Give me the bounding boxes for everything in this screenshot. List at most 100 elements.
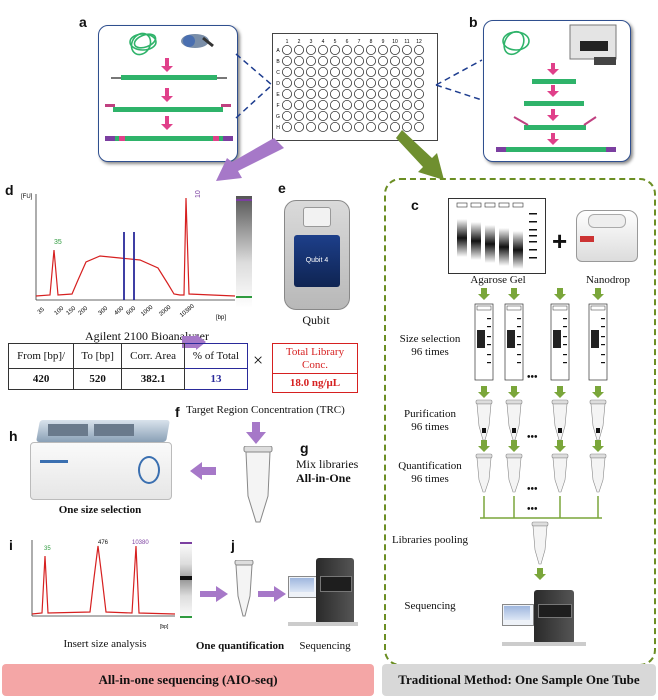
plate-well <box>354 44 365 55</box>
plate-well <box>401 111 412 122</box>
plate-well <box>390 67 401 78</box>
header-corr-area: Corr. Area <box>121 343 185 369</box>
header-percent-total: % of Total <box>183 343 249 369</box>
one-quant-caption: One quantification <box>195 640 285 652</box>
value-corr-area: 382.1 <box>121 368 185 390</box>
plate-well <box>378 55 389 66</box>
plate-row-label: D <box>276 81 280 87</box>
plate-well <box>378 111 389 122</box>
panel-letter-g: g <box>300 440 309 456</box>
step-quantification-line2: 96 times <box>411 472 449 485</box>
plus-sign: + <box>552 226 568 256</box>
plate-well <box>366 122 377 133</box>
value-from: 420 <box>7 368 75 390</box>
green-arrow-plate-to-c <box>396 130 444 180</box>
plate-well <box>342 100 353 111</box>
header-to: To [bp] <box>73 343 123 369</box>
value-to: 520 <box>73 368 123 390</box>
plate-well <box>330 89 341 100</box>
plate-well <box>293 44 304 55</box>
sequencer-c <box>502 590 586 646</box>
plate-well <box>330 78 341 89</box>
step-size-selection: Size selection 96 times <box>392 333 468 358</box>
plate-well <box>306 89 317 100</box>
plate-well <box>401 89 412 100</box>
insert-peak-mid-label: 476 <box>98 540 109 546</box>
panel-letter-d: d <box>5 182 14 198</box>
insert-caption: Insert size analysis <box>63 638 147 650</box>
plate-well <box>390 44 401 55</box>
plate-well <box>330 122 341 133</box>
ellipsis-1: ••• <box>527 372 538 383</box>
total-conc-box: Total Library Conc. 18.0 ng/μL <box>272 343 358 394</box>
step-quantification: Quantification 96 times <box>388 460 472 485</box>
trc-caption: Target Region Concentration (TRC) <box>186 404 345 416</box>
plate-well <box>293 100 304 111</box>
agarose-gel-image <box>448 198 546 274</box>
panel-b-box <box>483 20 631 162</box>
bioanalyzer-caption: Agilent 2100 Bioanalyzer <box>85 329 209 343</box>
nanodrop-caption: Nanodrop <box>586 274 630 286</box>
peak-high-label: 10380 <box>195 190 202 198</box>
plate-row-label: G <box>276 114 280 120</box>
step-purification-line2: 96 times <box>411 420 449 433</box>
plate-col-label: 1 <box>286 39 289 45</box>
plate-well <box>390 55 401 66</box>
insert-bp-unit: [bp] <box>160 624 169 630</box>
plate-well <box>342 111 353 122</box>
bioanalyzer-x-tick: 2000 <box>158 304 173 318</box>
bioanalyzer-x-tick: 100 <box>54 305 66 316</box>
step-size-selection-line1: Size selection <box>399 333 461 345</box>
plate-col-label: 9 <box>382 39 385 45</box>
mix-caption: Mix libraries All-in-One <box>296 457 386 486</box>
plate-well <box>330 55 341 66</box>
sequencing-caption-j: Sequencing <box>299 640 351 652</box>
qubit-device: Qubit 4 <box>284 200 350 310</box>
plate-well <box>342 67 353 78</box>
plate-well <box>330 44 341 55</box>
plate-well <box>401 67 412 78</box>
ellipsis-2: ••• <box>527 432 538 443</box>
header-from: From [bp]/ <box>7 343 75 369</box>
gel-lane-d <box>236 196 252 308</box>
bioanalyzer-x-tick: 300 <box>98 305 110 316</box>
panel-letter-j: j <box>231 537 235 553</box>
plate-well <box>293 67 304 78</box>
gel-lane-i <box>180 540 192 620</box>
qubit-screen: Qubit 4 <box>294 235 340 287</box>
plate-well <box>366 100 377 111</box>
plate-row-label: B <box>276 59 280 65</box>
plate-well <box>366 55 377 66</box>
quant-tube <box>234 560 254 617</box>
plate-well <box>281 55 292 66</box>
plate-row-label: A <box>276 48 280 54</box>
sequencer-j <box>288 552 358 630</box>
plate-row-label: H <box>276 125 280 131</box>
bioanalyzer-x-tick: 200 <box>78 305 90 316</box>
mix-caption-line2: All-in-One <box>296 470 351 485</box>
plate-col-label: 4 <box>322 39 325 45</box>
plate-well <box>318 89 329 100</box>
plate-well <box>354 78 365 89</box>
plate-row-label: E <box>276 92 280 98</box>
footer-aio-seq: All-in-one sequencing (AIO-seq) <box>2 664 374 696</box>
plate-well <box>306 78 317 89</box>
plate-well <box>318 44 329 55</box>
insert-size-trace <box>31 545 176 615</box>
mix-caption-line1: Mix libraries <box>296 457 359 471</box>
plate-well <box>342 78 353 89</box>
plate-well <box>366 67 377 78</box>
multiply-sign: × <box>253 350 264 370</box>
plate-well <box>318 78 329 89</box>
plate-well <box>378 78 389 89</box>
plate-well <box>354 55 365 66</box>
plate-well <box>293 78 304 89</box>
plate-col-label: 8 <box>370 39 373 45</box>
panel-letter-i: i <box>9 537 13 553</box>
panel-letter-b: b <box>469 14 478 30</box>
plate-well <box>366 78 377 89</box>
plate-well <box>413 100 424 111</box>
plate-well <box>354 111 365 122</box>
